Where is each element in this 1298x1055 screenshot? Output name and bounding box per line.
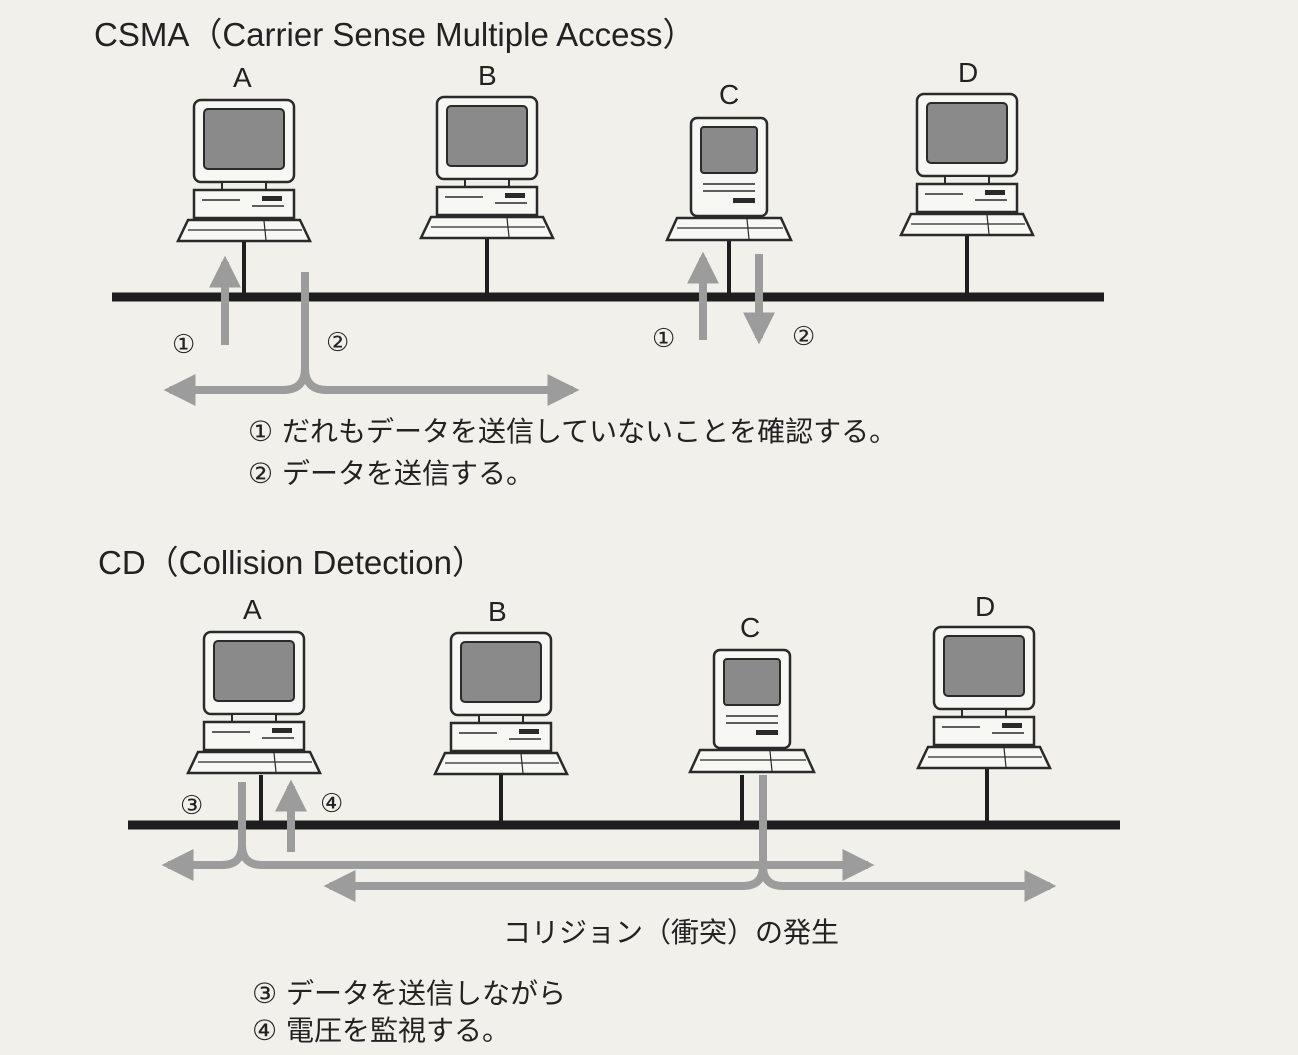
cd-arrow-send-c-left <box>323 775 767 902</box>
csma-caption-2: ② データを送信する。 <box>248 457 535 490</box>
cd-caption-3: ③ データを送信しながら <box>252 977 567 1010</box>
csma-node-d-label: D <box>958 57 979 88</box>
cd-computer-d-icon <box>916 625 1052 770</box>
csma-computer-d-icon <box>899 92 1035 237</box>
cd-node-b-label: B <box>488 596 507 627</box>
csma-node-a-label: A <box>233 62 252 93</box>
cd-computer-b-icon <box>433 631 569 776</box>
cd-arrow-send-c-right <box>759 865 1057 902</box>
cd-node-d-label: D <box>975 591 996 622</box>
csma-node-c-label: C <box>719 79 740 110</box>
cd-caption-4: ④ 電圧を監視する。 <box>252 1014 511 1047</box>
csma-computer-b-icon <box>419 95 555 240</box>
cd-title: CD（Collision Detection） <box>98 544 485 581</box>
csma-step-1-c: ① <box>652 324 676 354</box>
csma-computer-a-icon <box>176 98 312 243</box>
csma-step-2-a: ② <box>326 328 350 358</box>
csma-step-1-a: ① <box>172 330 196 360</box>
cd-computer-a-icon <box>186 630 322 775</box>
cd-computer-c-icon <box>688 648 816 774</box>
cd-step-3: ③ <box>180 791 204 821</box>
csma-node-b-label: B <box>478 60 497 91</box>
csma-diagram <box>112 92 1104 406</box>
csma-computer-c-icon <box>665 116 793 242</box>
cd-node-a-label: A <box>243 594 262 625</box>
csma-caption-1: ① だれもデータを送信していないことを確認する。 <box>248 415 898 448</box>
cd-diagram <box>128 625 1120 902</box>
collision-label: コリジョン（衝突）の発生 <box>503 916 840 949</box>
csma-arrow-send-a-right <box>301 367 580 406</box>
csma-title: CSMA（Carrier Sense Multiple Access） <box>94 16 696 53</box>
cd-step-4: ④ <box>320 789 344 819</box>
cd-arrow-send-a-right <box>238 844 875 881</box>
csma-step-2-c: ② <box>792 322 816 352</box>
cd-node-c-label: C <box>740 612 761 643</box>
